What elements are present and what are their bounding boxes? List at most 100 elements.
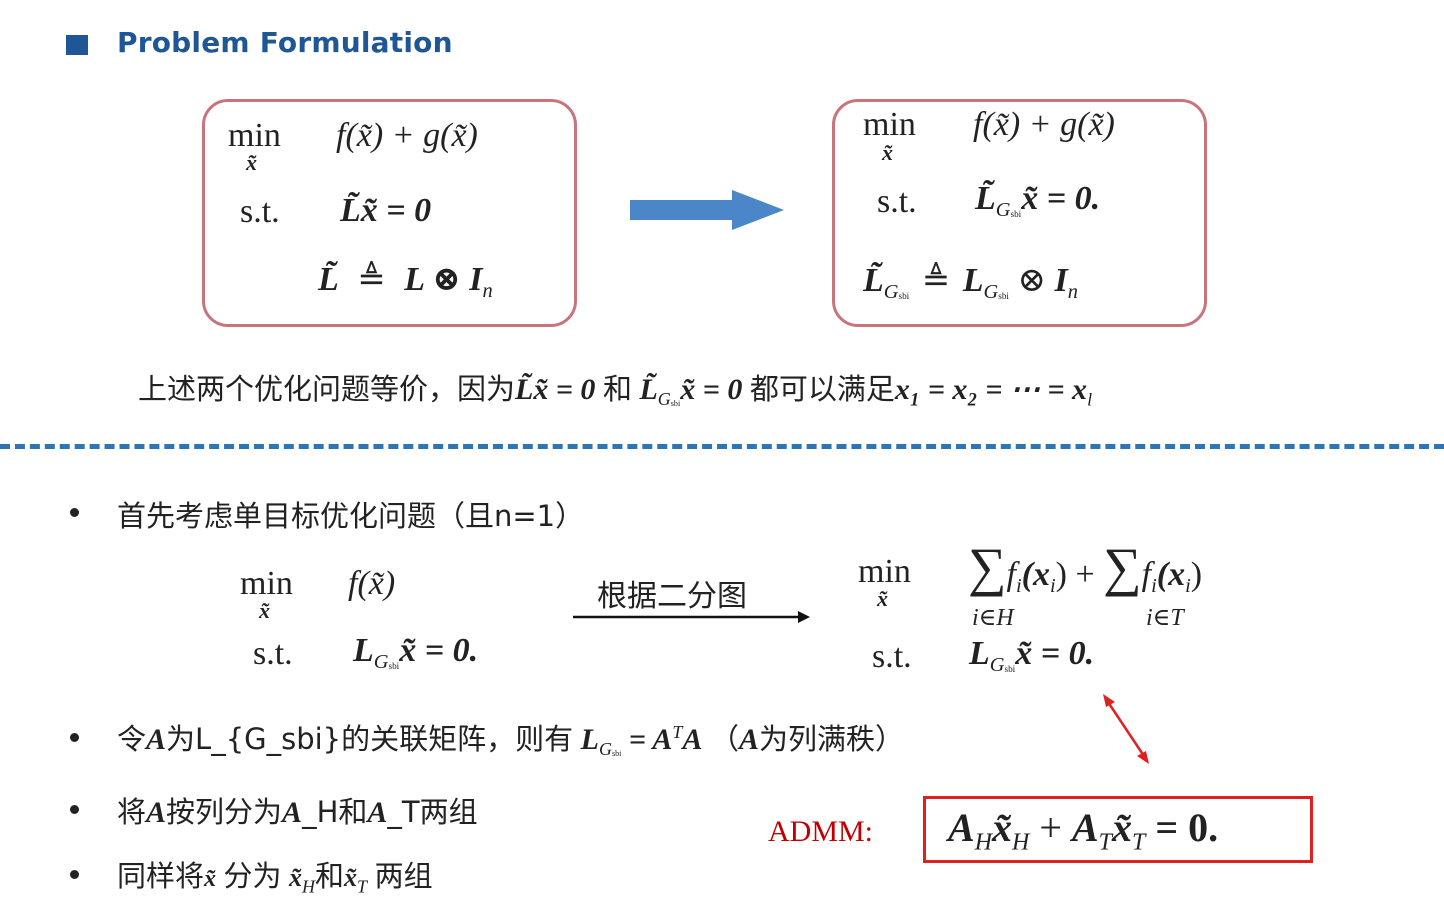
constraint-sub-sbi: sbi <box>1010 209 1022 220</box>
bullet-2-A: A <box>146 723 167 756</box>
formulation-box-left <box>202 99 577 327</box>
objective: f(x̃) + g(x̃) <box>336 117 478 154</box>
equivalence-eq2-rest: x̃ = 0 <box>680 373 743 406</box>
sum2-index: i∈T <box>1146 605 1184 631</box>
equivalence-eq2-sub: Gsbi <box>658 389 680 409</box>
bullet-1-text: 首先考虑单目标优化问题（且n=1） <box>117 499 585 533</box>
bullet-4-x: x̃ <box>204 866 217 892</box>
min-variable: x̃ <box>882 140 893 165</box>
def-sub: n <box>482 280 493 303</box>
admm-T-sub: T <box>1098 829 1112 856</box>
sum1-f-sub: i <box>1015 575 1022 598</box>
bullet-3-text: 将A按列分为A_H和A_T两组 <box>117 789 478 831</box>
bullet-4-part-a: 同样将 <box>117 859 205 893</box>
def-lhs-sub: Gsbi <box>884 281 909 303</box>
constraint-sub-G: G <box>995 199 1011 222</box>
constraint-sub: Gsbi <box>374 651 399 673</box>
sum-plus: + <box>1075 556 1095 593</box>
objective: f(x̃) + g(x̃) <box>973 106 1115 143</box>
min-operator: min <box>858 553 911 590</box>
min-operator: min <box>240 565 293 602</box>
constraint-rest: x̃ = 0. <box>399 632 479 669</box>
bullet-dot <box>70 805 79 814</box>
bullet-4-part-c: 和 <box>315 859 345 893</box>
sum2-f: f <box>1141 556 1152 593</box>
equivalence-eq1: L̃x̃ = 0 <box>515 373 596 406</box>
sum2-arg: (x <box>1156 556 1186 593</box>
def-operator: ⊗ <box>1017 262 1046 299</box>
bullet-4-T: T <box>357 876 368 897</box>
constraint: L̃x̃ = 0 <box>340 192 432 229</box>
st-label: s.t. <box>872 638 912 675</box>
constraint-rest: x̃ = 0. <box>1021 180 1101 217</box>
def-mid-sub-G: G <box>983 281 999 304</box>
title-square-icon <box>66 35 88 55</box>
double-arrow-icon <box>1103 694 1149 764</box>
admm-eq: = 0. <box>1155 805 1219 850</box>
constraint-L: L <box>969 635 990 672</box>
bullet-2-L-sub-sbi: sbi <box>611 749 622 759</box>
bullet-4-text: 同样将x̃ 分为 x̃H和x̃T 两组 <box>117 853 433 897</box>
bullet-2-eq: = A <box>628 723 673 756</box>
def-symbol: ≜ <box>357 261 386 298</box>
min-operator: min <box>228 117 281 154</box>
constraint: LGsbix̃ = 0. <box>353 632 478 674</box>
equivalence-eq2-L: L̃ <box>639 373 658 406</box>
bullet-2-A3: A <box>738 723 759 756</box>
def-lhs-sub-sbi: sbi <box>898 291 910 302</box>
bullet-2-A2: A <box>682 723 703 756</box>
bullet-dot <box>70 870 79 879</box>
thin-right-arrow-icon <box>573 611 810 623</box>
bullet-3-part-b: 按列分为 <box>166 795 283 829</box>
admm-x-T: x̃ <box>1111 805 1132 850</box>
bullet-4-xH: x̃ <box>289 863 303 892</box>
bullet-3-part-a: 将 <box>117 795 147 829</box>
admm-equation-box <box>923 796 1313 863</box>
formulation-box-right <box>832 99 1207 327</box>
equivalence-text-b: 和 <box>602 372 632 406</box>
sum-icon: ∑ <box>1103 537 1142 597</box>
constraint-L: L <box>353 632 374 669</box>
admm-A-H: A <box>948 805 975 850</box>
bullet-2-part-a: 令 <box>117 722 147 756</box>
definition: L̃Gsbi ≜ LGsbi ⊗ In <box>863 260 1078 304</box>
st-label: s.t. <box>877 183 917 220</box>
sum1-x-sub: i <box>1049 575 1056 598</box>
def-lhs: L̃ <box>863 262 884 299</box>
admm-xT-sub: T <box>1131 829 1146 856</box>
section-divider <box>0 444 1444 449</box>
sum1-f: f <box>1006 556 1016 593</box>
sum1-index: i∈H <box>972 605 1014 631</box>
constraint-sub: Gsbi <box>990 654 1015 676</box>
bullet-dot <box>70 508 79 517</box>
bullet-2-part-c: （ <box>709 722 739 756</box>
def-lhs-sub-G: G <box>883 281 899 304</box>
equivalence-eq2-sub-sbi: sbi <box>670 399 681 409</box>
right-arrow-icon <box>630 190 784 230</box>
bullet-2-L-sub-G: G <box>598 739 612 760</box>
sum2-x-sub: i <box>1185 575 1191 598</box>
st-label: s.t. <box>240 193 280 230</box>
constraint-sub-sbi: sbi <box>1004 664 1016 675</box>
admm-xH-sub: H <box>1012 829 1030 856</box>
bullet-3-part-c: _H和 <box>302 795 368 829</box>
def-symbol: ≜ <box>921 262 951 299</box>
min-variable: x̃ <box>259 598 270 623</box>
constraint-sub-G: G <box>989 654 1005 677</box>
constraint-sub-sbi: sbi <box>388 661 400 672</box>
equivalence-eq2-sub-G: G <box>657 389 671 410</box>
bullet-2-text: 令A为L_{G_sbi}的关联矩阵，则有 LGsbi = ATA （A为列满秩） <box>117 716 904 760</box>
bullet-3-part-d: _T两组 <box>387 795 478 829</box>
sum-icon: ∑ <box>968 537 1007 597</box>
def-rhs: L ⊗ I <box>404 261 483 298</box>
min-variable: x̃ <box>246 150 257 175</box>
bullet-3-A3: A <box>367 796 388 829</box>
equivalence-chain-sub: l <box>1087 389 1093 410</box>
def-lhs: L̃ <box>318 261 339 298</box>
objective: f(x̃) <box>348 565 396 602</box>
constraint-L: L̃ <box>975 180 996 217</box>
bullet-4-xT: x̃ <box>344 863 358 892</box>
bullet-3-A2: A <box>282 796 303 829</box>
constraint-sub: Gsbi <box>996 199 1021 221</box>
bullet-2-part-b: 为L_{G_sbi}的关联矩阵，则有 <box>166 722 574 756</box>
